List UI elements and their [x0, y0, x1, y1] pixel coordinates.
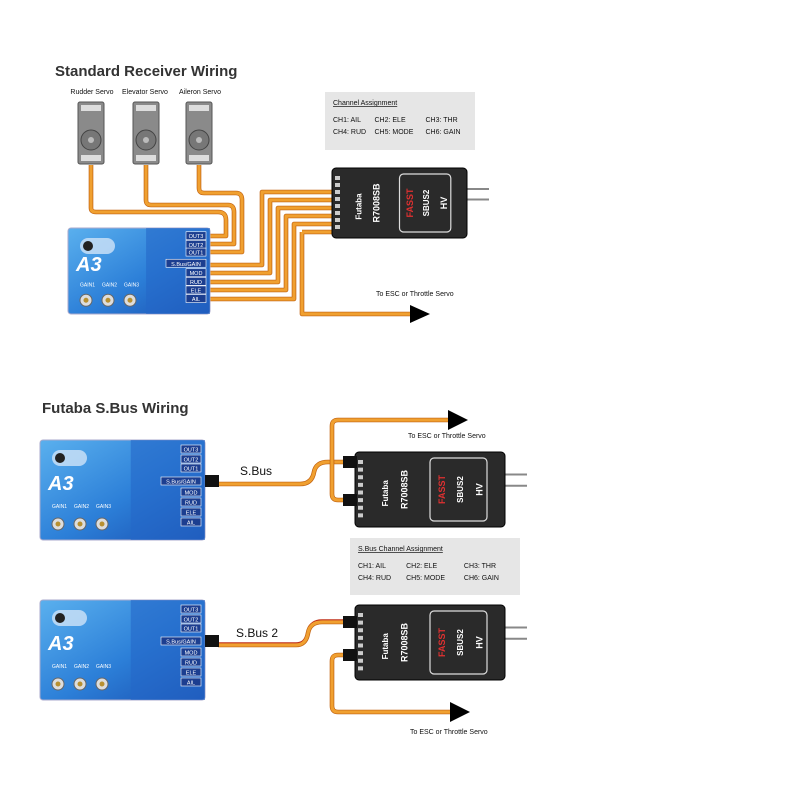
channel-assignment: CH3: THR — [464, 563, 496, 570]
channel-box-heading: Channel Assignment — [333, 100, 397, 107]
port-label: OUT1 — [189, 251, 204, 257]
futaba-receiver: Futaba R7008SB FASST SBUS2 HV — [343, 451, 527, 528]
receiver-hv-badge: HV — [475, 636, 485, 649]
gain-label: GAIN1 — [52, 664, 67, 670]
port-label: MOD — [185, 651, 198, 657]
channel-assignment: CH5: MODE — [406, 575, 445, 582]
receiver-brand: Futaba — [381, 633, 390, 660]
channel-assignment: CH3: THR — [426, 117, 458, 124]
sbus-plug — [205, 475, 219, 487]
receiver-hv-badge: HV — [439, 197, 449, 210]
receiver-model: R7008SB — [400, 469, 410, 509]
port-label: RUD — [185, 661, 197, 667]
receiver-model: R7008SB — [400, 622, 410, 662]
port-label: OUT3 — [184, 608, 199, 614]
channel-assignment: CH2: ELE — [406, 563, 437, 570]
sbus-label: S.Bus — [240, 464, 272, 478]
futaba-receiver: Futaba R7008SB FASST SBUS2 HV — [331, 167, 489, 239]
sbus-plug — [205, 635, 219, 647]
standard-wires — [88, 165, 430, 323]
sbus2-label: S.Bus 2 — [236, 626, 278, 640]
sbus-title: Futaba S.Bus Wiring — [42, 400, 189, 417]
receiver-logo: FASST — [405, 188, 415, 218]
receiver-model: R7008SB — [371, 183, 381, 223]
servo-plug — [343, 494, 357, 506]
port-label: RUD — [190, 280, 202, 286]
receiver-brand: Futaba — [381, 480, 390, 507]
a3-logo: A3 — [47, 633, 74, 655]
port-label: OUT1 — [184, 627, 199, 633]
elevator-servo-label: Elevator Servo — [122, 89, 168, 96]
port-label: OUT1 — [184, 467, 199, 473]
sbus-wires — [218, 410, 470, 722]
arrow-icon — [410, 305, 430, 323]
gain-label: GAIN3 — [124, 282, 139, 288]
channel-assignment: CH6: GAIN — [426, 129, 461, 136]
servo-plug — [343, 649, 357, 661]
port-label: OUT2 — [184, 618, 199, 624]
gain-label: GAIN3 — [96, 664, 111, 670]
a3-logo: A3 — [75, 254, 102, 276]
gain-label: GAIN2 — [74, 504, 89, 510]
port-label: OUT2 — [189, 243, 204, 249]
channel-assignment: CH6: GAIN — [464, 575, 499, 582]
standard-title: Standard Receiver Wiring — [55, 63, 237, 80]
arrow-icon — [448, 410, 468, 430]
port-label: S.Bus/GAIN — [166, 640, 196, 646]
port-label: OUT3 — [184, 448, 199, 454]
servo-plug — [343, 616, 357, 628]
port-label: ELE — [186, 511, 197, 517]
receiver-sbus-mark: SBUS2 — [456, 629, 465, 656]
port-label: AIL — [187, 521, 195, 527]
esc-label-bottom: To ESC or Throttle Servo — [410, 729, 488, 736]
channel-assignment: CH4: RUD — [358, 575, 391, 582]
port-label: ELE — [191, 288, 202, 294]
receiver-sbus-mark: SBUS2 — [456, 476, 465, 503]
servo-plug — [343, 456, 357, 468]
a3-logo: A3 — [47, 473, 74, 495]
gain-label: GAIN1 — [80, 282, 95, 288]
gain-label: GAIN2 — [74, 664, 89, 670]
channel-assignment: CH5: MODE — [375, 129, 414, 136]
receiver-brand: Futaba — [355, 193, 364, 220]
esc-label-standard: To ESC or Throttle Servo — [376, 291, 454, 298]
gain-label: GAIN3 — [96, 504, 111, 510]
port-label: AIL — [192, 297, 200, 303]
port-label: MOD — [190, 271, 203, 277]
port-label: MOD — [185, 491, 198, 497]
receiver-hv-badge: HV — [475, 483, 485, 496]
rudder-servo — [77, 101, 105, 165]
servo-labels: Rudder Servo Elevator Servo Aileron Serv… — [70, 89, 221, 96]
futaba-receiver: Futaba R7008SB FASST SBUS2 HV — [343, 604, 527, 681]
aileron-servo-label: Aileron Servo — [179, 89, 221, 96]
aileron-servo — [185, 101, 213, 165]
port-label: RUD — [185, 501, 197, 507]
channel-assignment: CH1: AIL — [333, 117, 361, 124]
elevator-servo — [132, 101, 160, 165]
arrow-icon — [450, 702, 470, 722]
receiver-logo: FASST — [437, 628, 447, 658]
port-label: OUT2 — [184, 458, 199, 464]
rudder-servo-label: Rudder Servo — [70, 89, 113, 96]
channel-assignment: CH2: ELE — [375, 117, 406, 124]
channel-assignment: CH4: RUD — [333, 129, 366, 136]
port-label: ELE — [186, 671, 197, 677]
channel-assignment: CH1: AIL — [358, 563, 386, 570]
port-label: S.Bus/GAIN — [166, 480, 196, 486]
esc-label-top: To ESC or Throttle Servo — [408, 433, 486, 440]
receiver-sbus-mark: SBUS2 — [422, 189, 431, 216]
port-label: S.Bus/GAIN — [171, 262, 201, 268]
channel-box-heading: S.Bus Channel Assignment — [358, 546, 443, 553]
port-label: OUT3 — [189, 234, 204, 240]
port-label: AIL — [187, 681, 195, 687]
receiver-logo: FASST — [437, 475, 447, 505]
gain-label: GAIN1 — [52, 504, 67, 510]
gain-label: GAIN2 — [102, 282, 117, 288]
